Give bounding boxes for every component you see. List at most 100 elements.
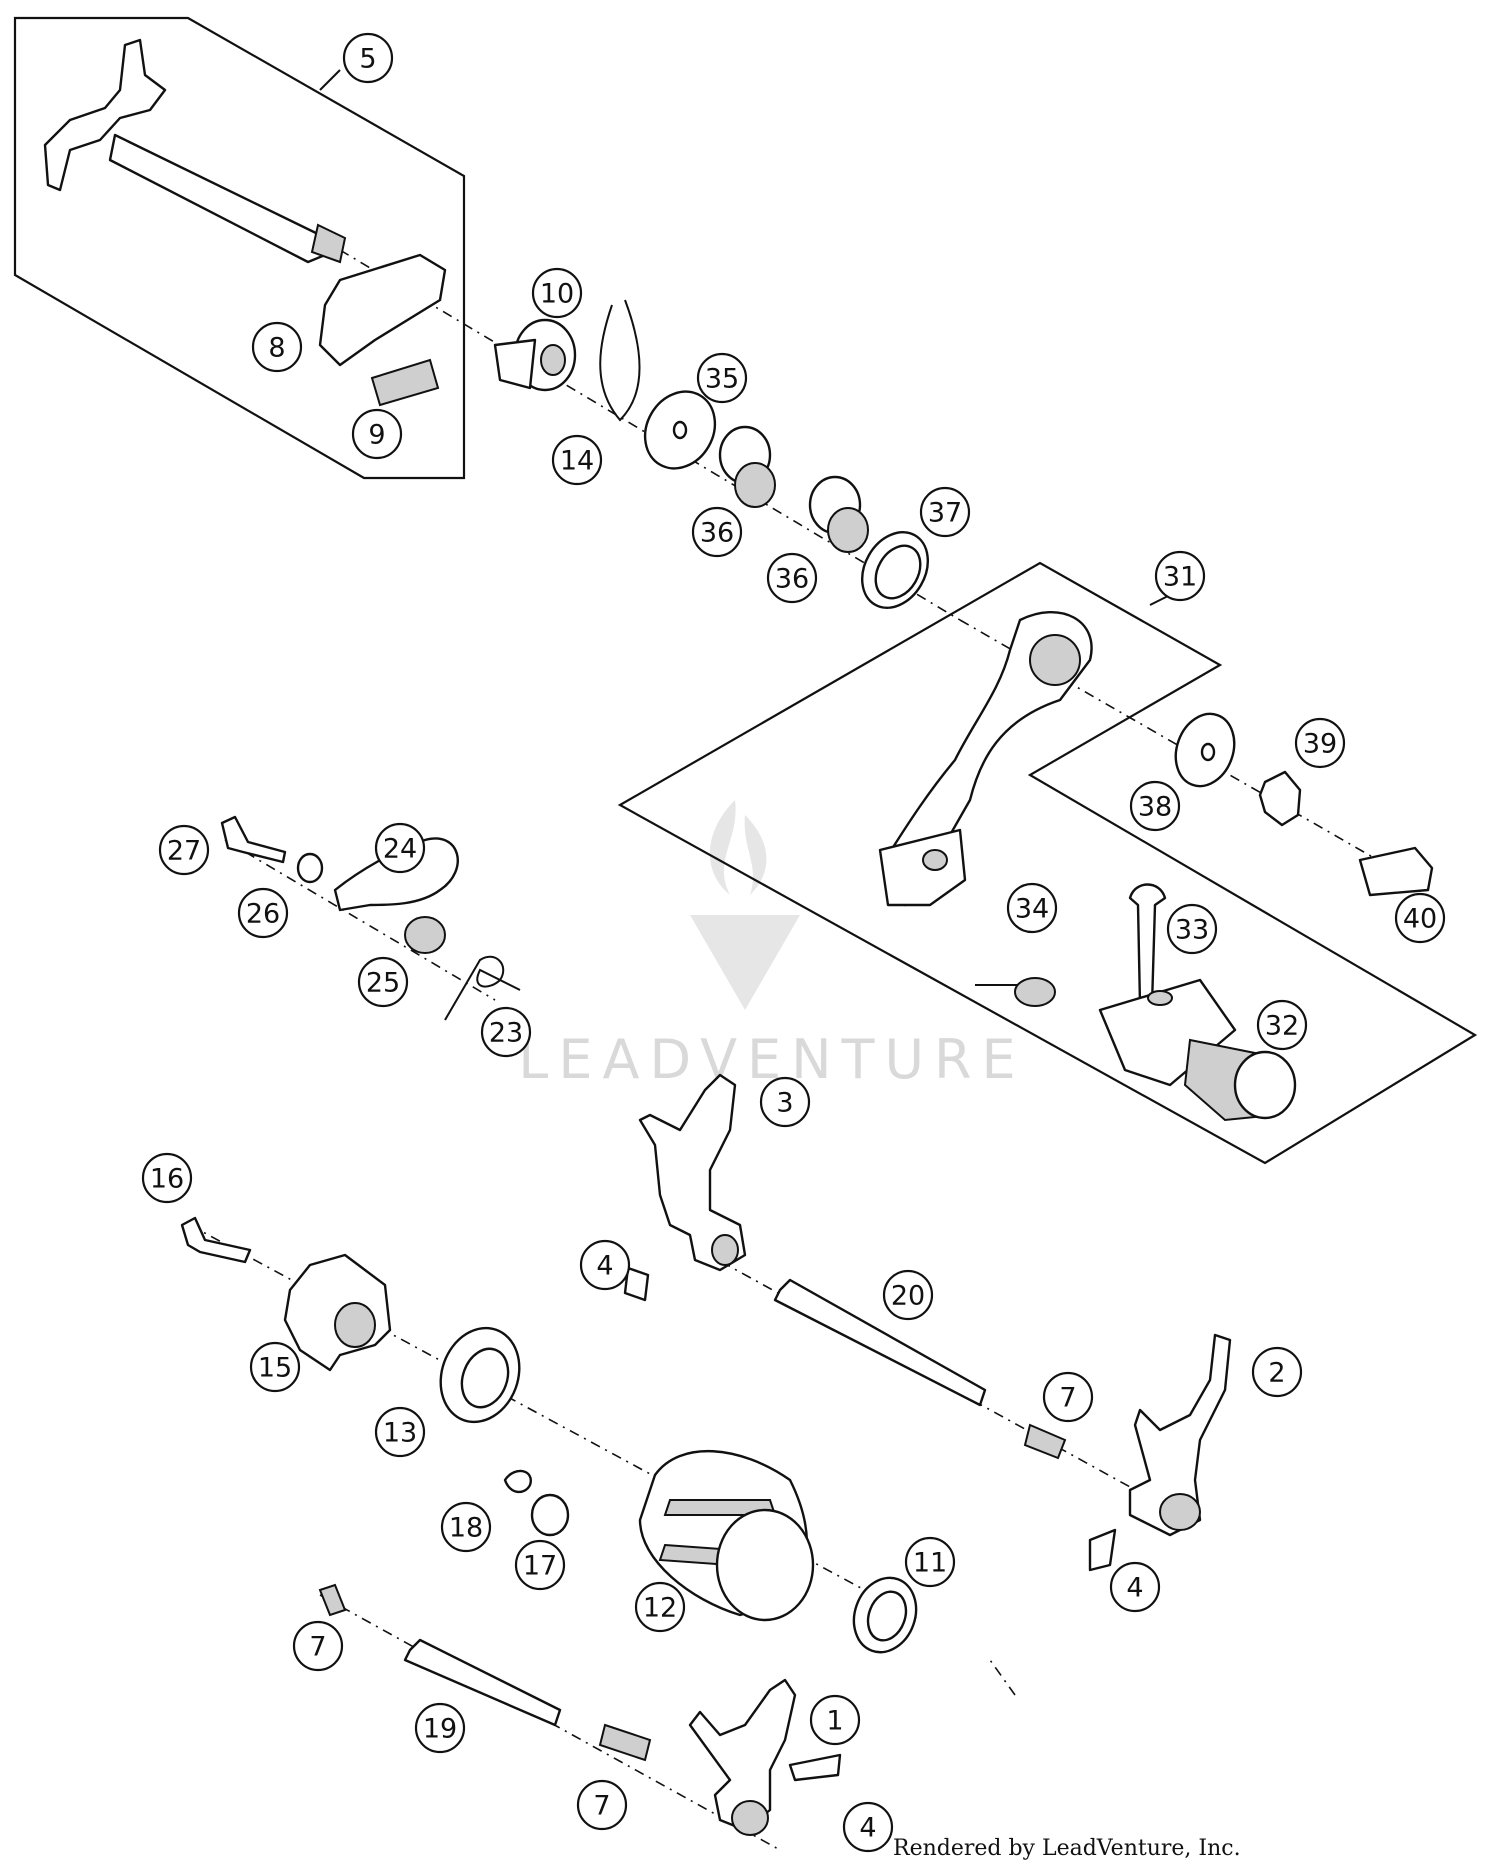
callout-39: 39 (1294, 717, 1346, 769)
part-cam-15 (283, 1253, 392, 1372)
part-lever-24 (333, 837, 459, 912)
part-pin-4a (623, 1266, 650, 1302)
callout-circle (809, 1694, 861, 1746)
callout-circle (696, 352, 748, 404)
part-ring-37 (861, 531, 929, 609)
callout-circle (919, 486, 971, 538)
callout-33: 33 (1166, 903, 1218, 955)
callout-34: 34 (1006, 882, 1058, 934)
callout-label: 32 (1265, 1011, 1299, 1042)
callout-15: 15 (249, 1341, 301, 1393)
part-washer-18 (503, 1469, 532, 1494)
part-washer-26 (296, 852, 324, 884)
callout-circle (292, 1620, 344, 1672)
callout-circle (1154, 550, 1206, 602)
callout-label: 9 (368, 420, 385, 451)
callout-9: 9 (351, 408, 403, 460)
callout-label: 19 (423, 1714, 457, 1745)
callout-label: 36 (775, 564, 809, 595)
callout-circle (1251, 1346, 1303, 1398)
part-bearing-36b (808, 475, 869, 553)
part-footpeg-32 (1098, 978, 1297, 1122)
render-credit: Rendered by LeadVenture, Inc. (893, 1836, 1241, 1861)
watermark-logo-icon (690, 800, 800, 1010)
callout-label: 39 (1303, 729, 1337, 760)
callout-5: 5 (342, 32, 394, 84)
part-nut-39 (1258, 770, 1302, 827)
callout-label: 27 (167, 836, 201, 867)
callout-label: 18 (449, 1513, 483, 1544)
part-guide-plate (318, 253, 447, 367)
callout-25: 25 (357, 956, 409, 1008)
callout-label: 23 (489, 1018, 523, 1049)
callout-circle (237, 887, 289, 939)
callout-circle (691, 506, 743, 558)
leader-5 (319, 69, 341, 91)
part-fork-1 (688, 1678, 797, 1832)
part-rod-20 (773, 1278, 987, 1407)
callout-4: 4 (579, 1239, 631, 1291)
callout-2: 2 (1251, 1346, 1303, 1398)
callout-label: 33 (1175, 915, 1209, 946)
callout-circle (531, 267, 583, 319)
part-clip-14 (599, 299, 641, 422)
callout-circle (414, 1702, 466, 1754)
callout-32: 32 (1256, 999, 1308, 1051)
callout-label: 7 (309, 1632, 326, 1663)
callout-circle (1042, 1371, 1094, 1423)
callout-label: 7 (1059, 1383, 1076, 1414)
callout-36: 36 (691, 506, 743, 558)
part-washer-38 (1174, 712, 1236, 788)
callout-11: 11 (904, 1536, 956, 1588)
group-frame-31 (617, 561, 1478, 1165)
callout-10: 10 (531, 267, 583, 319)
part-pin-4c (788, 1753, 842, 1782)
callout-label: 13 (383, 1418, 417, 1449)
part-washer-35 (643, 390, 717, 470)
part-spring-7b (318, 1583, 347, 1617)
callout-circle (374, 822, 426, 874)
callout-circle (1394, 892, 1446, 944)
callout-31: 31 (1154, 550, 1206, 602)
callout-label: 2 (1268, 1358, 1285, 1389)
callout-circle (551, 434, 603, 486)
callout-label: 11 (913, 1548, 947, 1579)
callout-8: 8 (251, 321, 303, 373)
callout-13: 13 (374, 1406, 426, 1458)
part-fork-2-bore (1159, 1493, 1201, 1531)
callout-label: 16 (150, 1164, 184, 1195)
callout-19: 19 (414, 1702, 466, 1754)
callout-label: 17 (523, 1551, 557, 1582)
callout-17: 17 (514, 1539, 566, 1591)
callout-26: 26 (237, 887, 289, 939)
callout-12: 12 (634, 1581, 686, 1633)
part-spring-23 (444, 955, 521, 1021)
part-pin-33 (1128, 883, 1167, 1007)
callout-18: 18 (440, 1501, 492, 1553)
part-shift-lever-31 (878, 610, 1093, 907)
callout-circle (1294, 717, 1346, 769)
callout-label: 14 (560, 446, 594, 477)
callout-27: 27 (158, 824, 210, 876)
callout-16: 16 (141, 1152, 193, 1204)
part-roller-25 (404, 916, 446, 954)
part-collar-10 (493, 318, 577, 392)
part-bolt-27 (220, 815, 287, 864)
part-spring-9 (370, 358, 440, 407)
callout-label: 40 (1403, 904, 1437, 935)
callout-label: 35 (705, 364, 739, 395)
part-ring-11 (852, 1576, 918, 1654)
part-shift-shaft (43, 38, 347, 264)
callout-label: 25 (366, 968, 400, 999)
callout-label: 37 (928, 498, 962, 529)
callout-circle (766, 552, 818, 604)
callout-circle (141, 1152, 193, 1204)
callout-label: 12 (643, 1593, 677, 1624)
callout-35: 35 (696, 352, 748, 404)
callout-circle (1109, 1561, 1161, 1613)
callout-label: 31 (1163, 562, 1197, 593)
callout-circle (634, 1581, 686, 1633)
callout-circle (351, 408, 403, 460)
